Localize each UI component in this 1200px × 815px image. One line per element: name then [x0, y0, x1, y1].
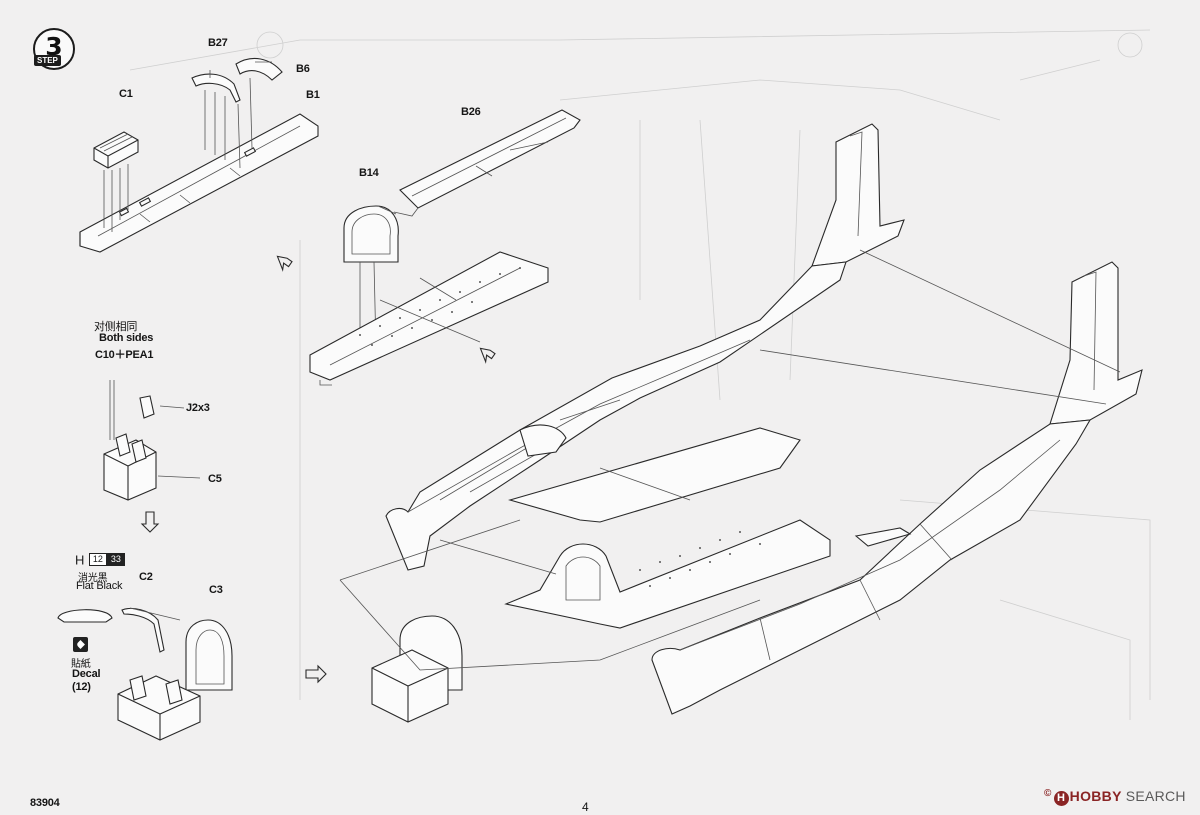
footer-page-number: 4: [582, 800, 589, 814]
seat-subassembly: [103, 380, 157, 501]
decal-en: Decal: [72, 668, 101, 680]
label-j2x3: J2x3: [186, 402, 210, 414]
floor-subassembly: [79, 57, 319, 253]
footer-product-code: 83904: [30, 797, 60, 809]
decal-number: (12): [72, 681, 91, 693]
label-c3: C3: [209, 584, 223, 596]
label-c1: C1: [119, 88, 133, 100]
cockpit-tub-subassembly: [57, 607, 233, 741]
label-b14: B14: [359, 167, 379, 179]
both-sides-zh: 对侧相同: [94, 320, 138, 333]
both-sides-en: Both sides: [99, 332, 154, 344]
decal-zh: 貼紙: [71, 659, 91, 670]
installed-cockpit: [371, 615, 463, 723]
cockpit-floor-subassembly: [309, 109, 581, 386]
label-c5: C5: [208, 473, 222, 485]
paint-prefix: H: [75, 552, 85, 568]
watermark-copyright: ©: [1044, 788, 1052, 799]
label-b6: B6: [296, 63, 310, 75]
step-badge-icon: 3 STEP: [30, 28, 78, 72]
label-c10-pea1: C10＋PEA1: [95, 349, 154, 361]
watermark-brand: HOBBY: [1069, 788, 1122, 804]
label-c2: C2: [139, 571, 153, 583]
step-tag: STEP: [34, 55, 61, 66]
step-number: 3: [45, 32, 63, 61]
assembly-arrow-icon: [140, 255, 496, 684]
paint-code-2: 33: [106, 553, 125, 567]
fuselage-halves: [339, 123, 1143, 715]
hobby-logo-icon: H: [1053, 791, 1069, 806]
label-b26: B26: [461, 106, 481, 118]
label-b1: B1: [306, 89, 320, 101]
paint-name-zh: 消光黑: [78, 573, 108, 584]
label-b27: B27: [208, 37, 228, 49]
watermark-word: SEARCH: [1125, 788, 1186, 804]
paint-name-en: Flat Black: [76, 580, 123, 592]
decal-icon: [73, 637, 88, 652]
paint-code-1: 12: [88, 553, 107, 567]
guide-lines: [129, 205, 1121, 621]
